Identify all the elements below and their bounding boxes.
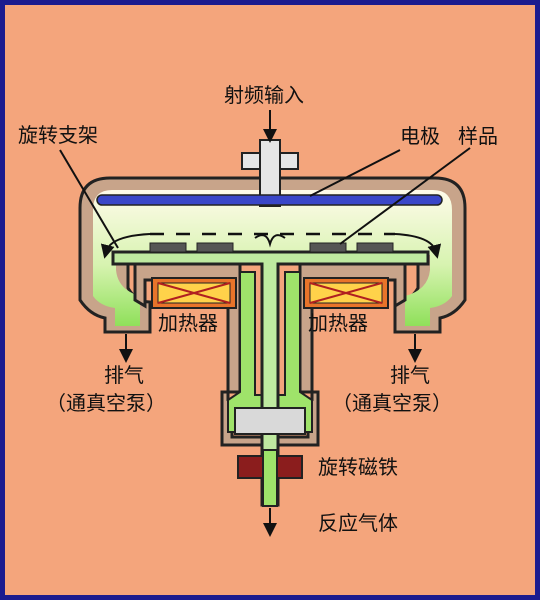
label-pump-left: （通真空泵） xyxy=(46,391,166,415)
leader-sample xyxy=(339,147,471,245)
flow-arrow-center xyxy=(254,234,286,248)
sample-right-2 xyxy=(356,242,394,253)
flow-arrow-left xyxy=(100,233,151,259)
leader-electrode xyxy=(309,149,401,197)
label-exhaust-left: 排气 xyxy=(104,363,144,387)
bearing-block xyxy=(234,407,306,435)
label-heater-left: 加热器 xyxy=(158,311,218,335)
label-heater-right: 加热器 xyxy=(308,311,368,335)
label-electrode: 电极 xyxy=(400,124,440,148)
label-rotating-support: 旋转支架 xyxy=(18,123,98,147)
label-rotating-magnet: 旋转磁铁 xyxy=(318,455,398,479)
label-pump-right: （通真空泵） xyxy=(332,391,452,415)
magnet-shaft xyxy=(262,449,278,507)
flow-arrow-right xyxy=(394,233,442,259)
heater-right xyxy=(303,277,389,309)
electrode-plate xyxy=(96,194,443,206)
label-rf-input: 射频输入 xyxy=(224,83,304,107)
sample-left-1 xyxy=(149,242,187,253)
heater-left xyxy=(151,277,237,309)
sample-left-2 xyxy=(196,242,234,253)
gas-chamber xyxy=(93,190,452,326)
label-exhaust-right: 排气 xyxy=(390,363,430,387)
leader-rotating-support xyxy=(59,149,119,249)
stem-channel xyxy=(227,271,313,433)
label-sample: 样品 xyxy=(458,124,498,148)
sample-right-1 xyxy=(309,242,347,253)
label-reaction-gas: 反应气体 xyxy=(318,511,398,535)
